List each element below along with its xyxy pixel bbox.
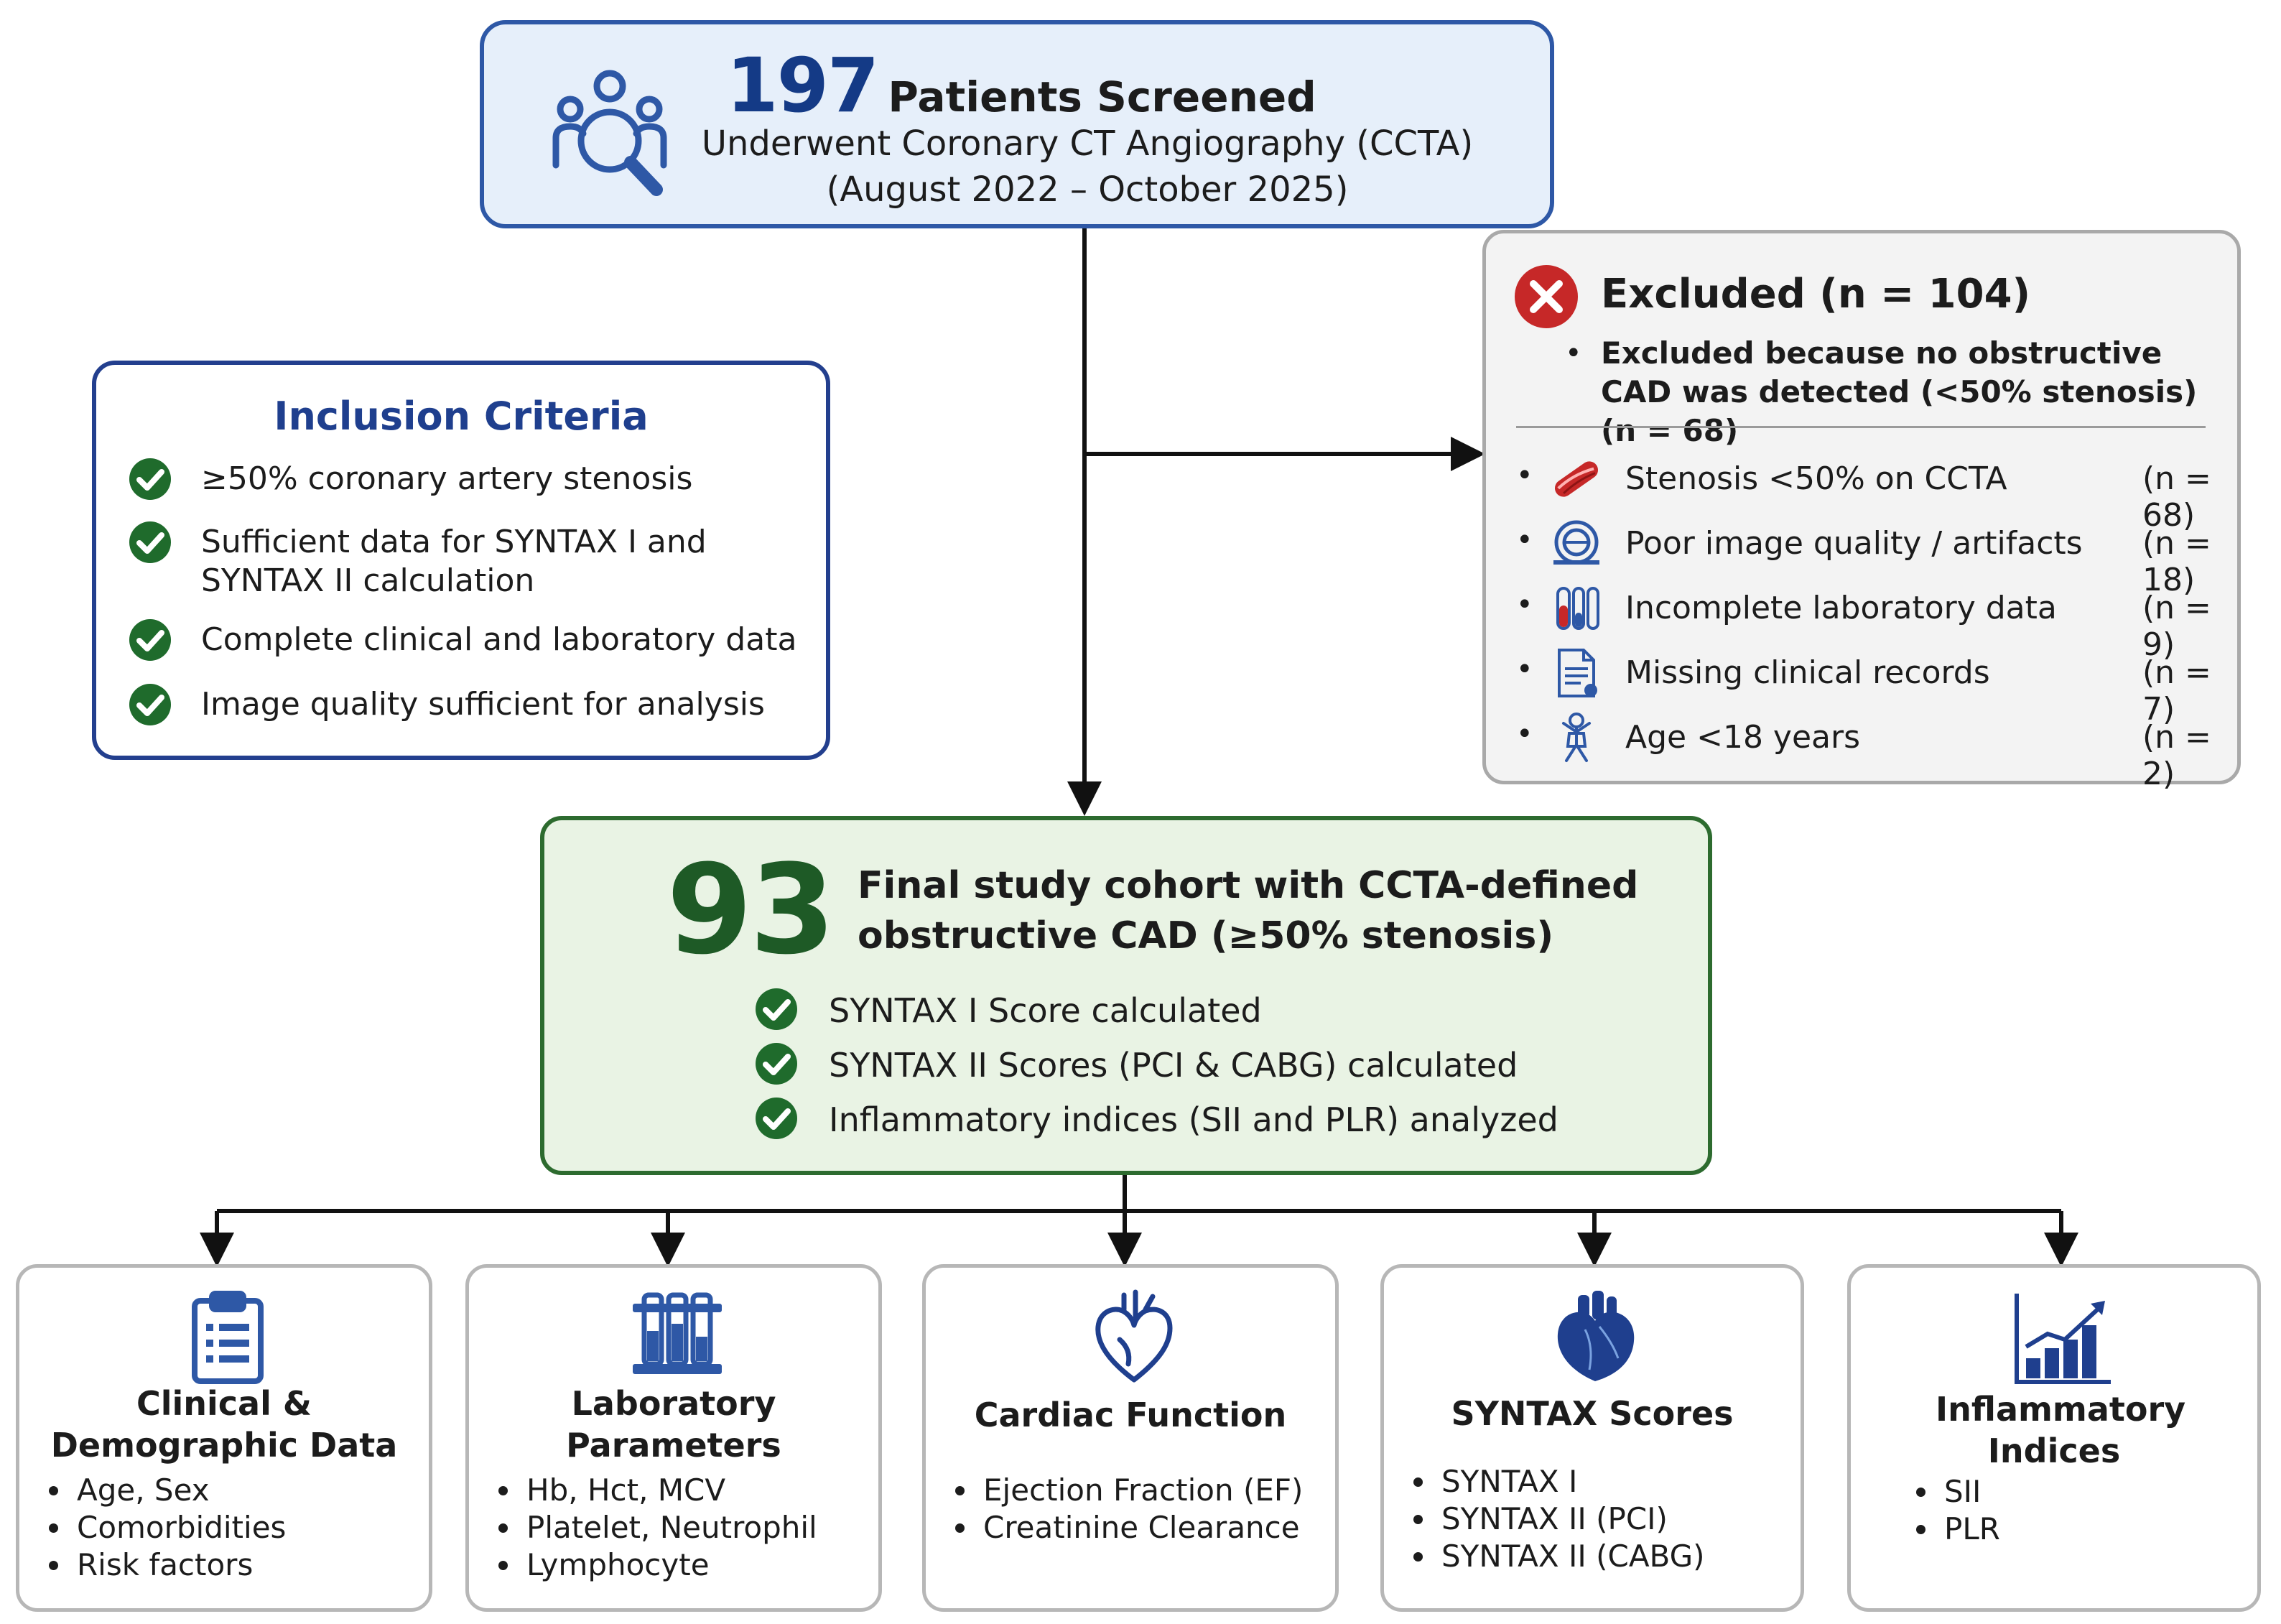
check-circle-icon [756, 1043, 797, 1085]
exclusion-item-label: Incomplete laboratory data [1625, 590, 2057, 626]
exclusion-note: Excluded because no obstructive CAD was … [1601, 335, 2198, 448]
list-item: SYNTAX II (PCI) [1437, 1500, 1705, 1538]
category-title: SYNTAX Scores [1451, 1394, 1734, 1433]
exclusion-item-label: Poor image quality / artifacts [1625, 525, 2083, 562]
list-item: Comorbidities [73, 1509, 286, 1546]
check-circle-icon [756, 988, 797, 1030]
ct-scanner-icon [1553, 520, 1599, 565]
category-title-text: Laboratory Parameters [566, 1384, 781, 1465]
final-cohort-box: 93 Final study cohort with CCTA-defined … [540, 816, 1712, 1175]
inclusion-criteria-box: Inclusion Criteria ≥50% coronary artery … [92, 361, 830, 760]
exclusion-item: • Stenosis <50% on CCTA (n = 68) [1516, 452, 2234, 534]
check-circle-icon [756, 1098, 797, 1139]
category-card-syntax: SYNTAX Scores SYNTAX I SYNTAX II (PCI) S… [1380, 1264, 1804, 1612]
category-title: Laboratory Parameters [469, 1383, 878, 1466]
inclusion-item-text: ≥50% coronary artery stenosis [201, 460, 693, 497]
category-card-inflammatory: Inflammatory Indices SII PLR [1847, 1264, 2261, 1612]
list-item: Risk factors [73, 1546, 286, 1584]
category-card-clinical: Clinical & Demographic Data Age, Sex Com… [16, 1264, 432, 1612]
category-list: SII PLR [1901, 1473, 2000, 1548]
list-item: Lymphocyte [522, 1546, 817, 1584]
bar-chart-icon [2015, 1294, 2111, 1384]
list-item: PLR [1940, 1511, 2000, 1548]
heart-outline-icon [1095, 1289, 1173, 1383]
exclusion-item: • Poor image quality / artifacts (n = 18… [1516, 516, 2234, 598]
inclusion-item-text: Image quality sufficient for analysis [201, 686, 765, 723]
category-title: Inflammatory Indices [1851, 1388, 2257, 1472]
lab-tubes-icon [633, 1292, 722, 1374]
final-item-text: SYNTAX I Score calculated [829, 991, 1262, 1030]
list-item: SYNTAX II (CABG) [1437, 1538, 1705, 1575]
bullet: • [1516, 653, 1533, 686]
final-item-text: SYNTAX II Scores (PCI & CABG) calculated [829, 1046, 1518, 1085]
check-circle-icon [129, 619, 171, 661]
child-icon [1562, 713, 1591, 762]
bullet: • [1516, 718, 1533, 751]
clipboard-icon [192, 1291, 264, 1384]
category-title-text: Inflammatory Indices [1936, 1390, 2186, 1470]
exclusion-item-label: Age <18 years [1625, 719, 1861, 756]
bullet: • [1516, 524, 1533, 557]
final-item-text: Inflammatory indices (SII and PLR) analy… [829, 1100, 1558, 1139]
list-item: SYNTAX I [1437, 1463, 1705, 1500]
final-title: Final study cohort with CCTA-defined obs… [858, 864, 1639, 957]
exclusion-item-count: (n = 68) [2142, 460, 2211, 534]
final-item: Inflammatory indices (SII and PLR) analy… [754, 1096, 1616, 1143]
exclusion-item-label: Stenosis <50% on CCTA [1625, 460, 2007, 497]
exclusion-box: Excluded (n = 104) • Excluded because no… [1482, 230, 2241, 792]
check-circle-icon [129, 458, 171, 500]
screening-date-range: (August 2022 – October 2025) [826, 170, 1349, 210]
exclusion-item-label: Missing clinical records [1625, 654, 1990, 691]
category-card-cardiac: Cardiac Function Ejection Fraction (EF) … [922, 1264, 1339, 1612]
category-list: SYNTAX I SYNTAX II (PCI) SYNTAX II (CABG… [1398, 1463, 1705, 1575]
category-card-laboratory: Laboratory Parameters Hb, Hct, MCV Plate… [465, 1264, 882, 1612]
exclusion-item-count: (n = 7) [2142, 654, 2211, 728]
list-item: Platelet, Neutrophil [522, 1509, 817, 1546]
test-tubes-icon [1556, 587, 1599, 630]
category-title: Clinical & Demographic Data [50, 1384, 398, 1465]
artery-icon [1554, 461, 1599, 497]
check-circle-icon [129, 684, 171, 725]
exclusion-item-count: (n = 9) [2142, 590, 2211, 663]
bullet: • [1516, 459, 1533, 492]
inclusion-item-text: Sufficient data for SYNTAX I and SYNTAX … [201, 524, 707, 599]
screened-count: 197 [726, 42, 879, 129]
exclusion-item-count: (n = 18) [2142, 525, 2211, 598]
exclusion-title: Excluded (n = 104) [1601, 271, 2031, 317]
category-title: Cardiac Function [974, 1396, 1287, 1434]
final-item: SYNTAX I Score calculated [754, 987, 1616, 1034]
exclusion-item: • Age <18 years (n = 2) [1516, 710, 2234, 792]
list-item: Ejection Fraction (EF) [979, 1472, 1303, 1509]
bullet: • [1565, 337, 1582, 370]
category-list: Ejection Fraction (EF) Creatinine Cleara… [940, 1472, 1303, 1546]
people-search-icon [552, 70, 667, 196]
divider [1516, 426, 2206, 428]
exclusion-item: • Incomplete laboratory data (n = 9) [1516, 581, 2234, 663]
list-item: Age, Sex [73, 1472, 286, 1509]
anatomical-heart-icon [1557, 1291, 1635, 1381]
list-item: Hb, Hct, MCV [522, 1472, 817, 1509]
category-list: Age, Sex Comorbidities Risk factors [34, 1472, 286, 1584]
bullet: • [1516, 588, 1533, 621]
category-list: Hb, Hct, MCV Platelet, Neutrophil Lympho… [483, 1472, 817, 1584]
list-item: Creatinine Clearance [979, 1509, 1303, 1546]
final-count: 93 [666, 837, 835, 982]
inclusion-title: Inclusion Criteria [274, 394, 649, 439]
list-item: SII [1940, 1473, 2000, 1511]
close-circle-icon [1515, 265, 1578, 328]
exclusion-item-count: (n = 2) [2142, 719, 2211, 792]
screened-title: Patients Screened [888, 73, 1316, 121]
check-circle-icon [129, 521, 171, 563]
final-item: SYNTAX II Scores (PCI & CABG) calculated [754, 1041, 1616, 1089]
inclusion-item-text: Complete clinical and laboratory data [201, 621, 797, 658]
exclusion-item: • Missing clinical records (n = 7) [1516, 646, 2234, 728]
screening-description: Underwent Coronary CT Angiography (CCTA) [701, 124, 1474, 164]
document-icon [1558, 649, 1597, 697]
